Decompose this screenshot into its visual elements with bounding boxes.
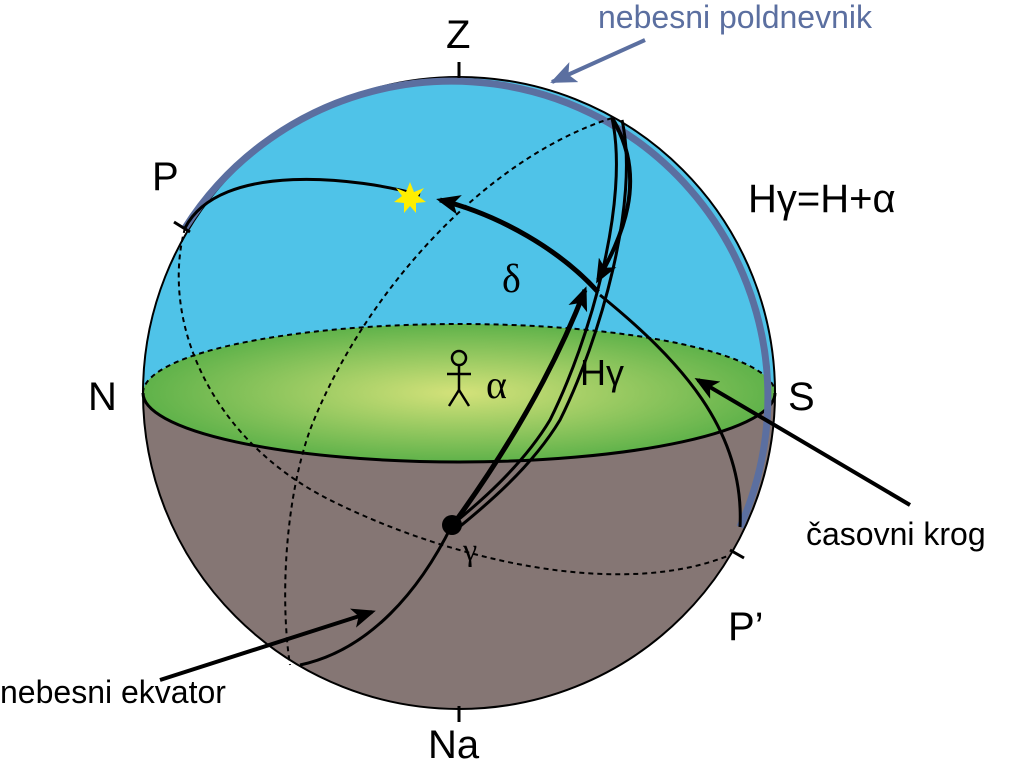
horizon-front-edge: [141, 392, 777, 464]
pole-tick: [173, 220, 191, 234]
hour-circle-back-dashed: [177, 227, 731, 576]
south-label: S: [788, 375, 815, 419]
delta-label: δ: [502, 256, 521, 301]
equator-back-dashed: [284, 117, 613, 666]
hour-angle-line-b: [451, 117, 618, 527]
right-ascension-arrow: [452, 286, 588, 524]
nadir-label: Na: [428, 723, 480, 764]
hour-angle-arrow-upper: [596, 116, 633, 284]
meridian-pointer-arrow: [550, 38, 646, 84]
vernal-equinox-point: [442, 515, 462, 535]
hour-circle-front-lower: [599, 293, 742, 528]
equator-pointer-arrow: [159, 608, 376, 682]
horizon-plane: [143, 324, 775, 462]
south-pole-label: P’: [728, 605, 764, 649]
north-label: N: [88, 375, 117, 419]
gamma-label: γ: [462, 531, 477, 567]
observer-icon: [447, 349, 471, 407]
south-pole-tick: [729, 548, 745, 560]
hour-angle-line-a: [457, 119, 628, 530]
hour-circle-label: časovni krog: [806, 516, 986, 552]
horizon-back-edge: [142, 323, 776, 394]
hour-angle-gamma-label: Hγ: [580, 352, 624, 393]
hour-circle-pointer-arrow: [694, 377, 912, 507]
meridian-label: nebesni poldnevnik: [598, 0, 873, 35]
ground-hemisphere: [143, 393, 775, 709]
pole-label: P: [152, 155, 179, 199]
hour-circle-front-upper: [183, 177, 421, 229]
zenith-label: Z: [446, 13, 470, 57]
alpha-label: α: [486, 362, 507, 407]
star-icon: [394, 182, 426, 213]
celestial-meridian: [182, 77, 772, 529]
declination-arrow: [436, 195, 600, 294]
equator-label: nebesni ekvator: [0, 674, 226, 710]
equator-front: [299, 524, 454, 667]
formula-label: Hγ=H+α: [748, 177, 896, 221]
